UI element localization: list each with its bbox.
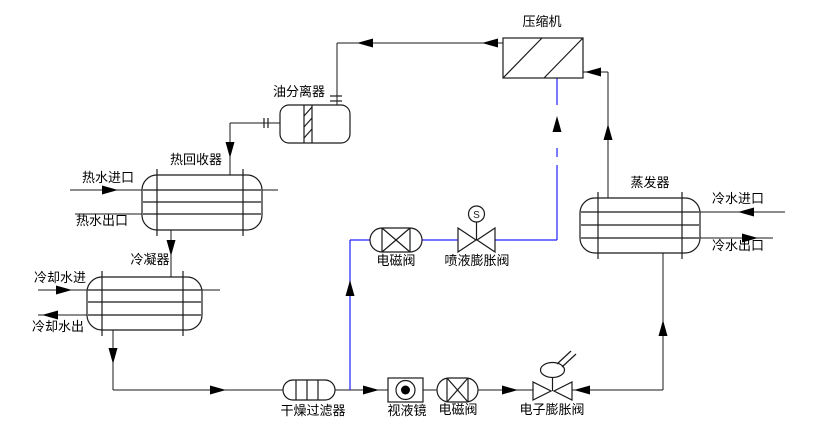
evaporator-symbol [579, 192, 701, 259]
flow-arrow [585, 67, 601, 77]
flow-arrow [658, 320, 668, 336]
injection-pipe [349, 78, 558, 390]
suction-pipe [583, 71, 609, 198]
heat-recovery-label: 热回收器 [169, 152, 222, 167]
flow-arrow [552, 116, 562, 132]
solenoid-valve-upper-label: 电磁阀 [376, 253, 416, 268]
sight-glass-label: 视液镜 [387, 403, 427, 418]
dry-filter-symbol [282, 379, 336, 401]
flow-arrow [102, 185, 118, 195]
flow-arrow [225, 142, 235, 158]
flow-arrow [502, 385, 518, 395]
electronic-expansion-valve-symbol [532, 350, 577, 401]
oil-separator-label: 油分离器 [272, 84, 325, 99]
flow-arrow [345, 280, 355, 296]
chilled-water-outlet-label: 冷水出口 [711, 238, 764, 253]
heat-recovery-exchanger-symbol [141, 169, 263, 236]
solenoid-valve-lower-symbol [436, 377, 479, 403]
flow-arrow [166, 240, 176, 256]
flow-arrow [363, 385, 379, 395]
flow-arrow [603, 124, 613, 140]
flow-arrow [482, 38, 498, 48]
solenoid-valve-upper-symbol [369, 227, 423, 253]
flow-arrows [42, 38, 758, 395]
solenoid-valve-lower-label: 电磁阀 [438, 402, 478, 417]
condenser-label: 冷凝器 [130, 252, 170, 267]
injection-expansion-valve-symbol: S [457, 205, 496, 254]
flow-arrow [108, 348, 118, 364]
chilled-water-inlet-label: 冷水进口 [711, 191, 764, 206]
condenser-symbol [86, 271, 203, 336]
hot-water-outlet-label: 热水出口 [75, 213, 128, 228]
flow-arrow [574, 385, 590, 395]
flow-arrow [742, 233, 758, 243]
oil-separator-symbol [263, 95, 351, 144]
sensor-mark: S [473, 210, 480, 221]
flow-arrow [56, 285, 72, 295]
flow-arrow [738, 207, 754, 217]
flow-arrow [210, 385, 226, 395]
hot-water-inlet-label: 热水进口 [81, 170, 134, 185]
evaporator-label: 蒸发器 [630, 175, 670, 190]
cooling-water-out-label: 冷却水出 [31, 319, 84, 334]
discharge-pipe [229, 42, 503, 176]
sight-glass-symbol [387, 377, 424, 403]
flow-arrow [42, 310, 58, 320]
compressor-label: 压缩机 [522, 14, 562, 29]
compressor-symbol [502, 37, 584, 79]
cooling-water-in-label: 冷却水进 [33, 270, 86, 285]
injection-expansion-valve-label: 喷液膨胀阀 [444, 253, 510, 268]
electronic-expansion-valve-label: 电子膨胀阀 [519, 402, 585, 417]
flow-arrow [357, 38, 373, 48]
dry-filter-label: 干燥过滤器 [280, 403, 346, 418]
